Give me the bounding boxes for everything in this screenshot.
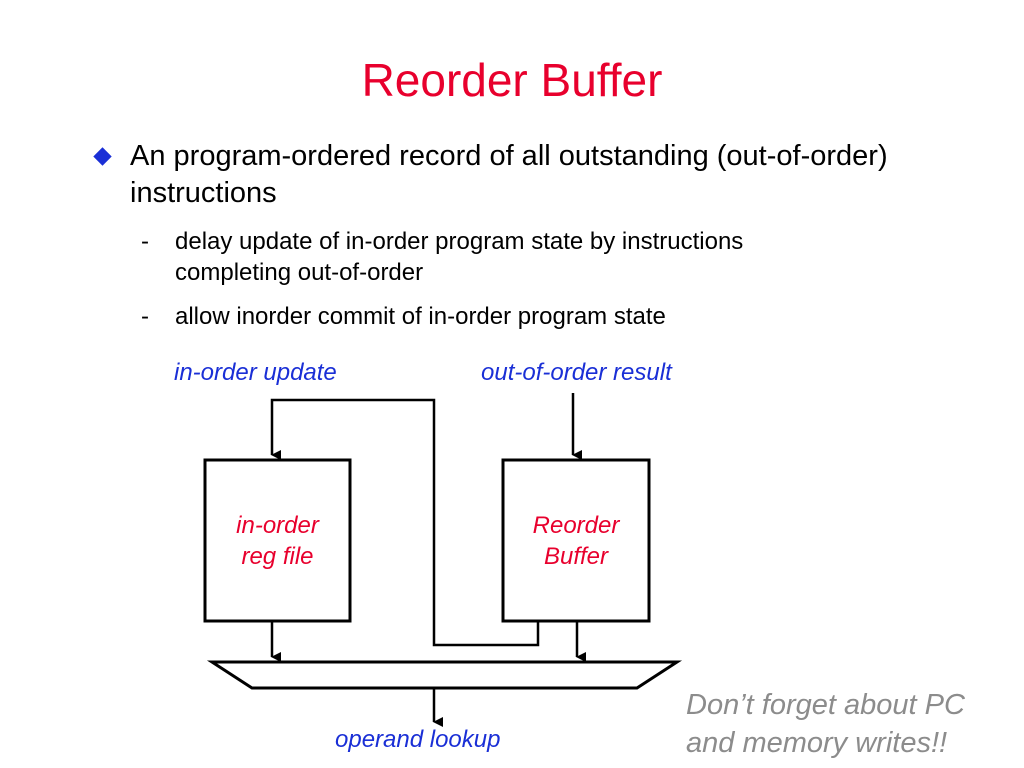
regfile-box: [203, 458, 352, 623]
label-out-of-order-result: out-of-order result: [481, 359, 672, 386]
reminder-note-line1: Don’t forget about PC: [686, 689, 965, 721]
label-in-order-update: in-order update: [174, 359, 337, 386]
sub-bullet-text: delay update of in-order program state b…: [175, 228, 744, 286]
regfile-label-line2: reg file: [241, 543, 314, 570]
operand-mux: [206, 660, 683, 690]
regfile-label: in-order reg file: [205, 510, 350, 572]
rob-label: Reorder Buffer: [503, 510, 649, 572]
dash-marker: -: [141, 228, 149, 255]
in-order-update-wire: [270, 398, 540, 647]
rob-label-line1: Reorder: [532, 512, 620, 539]
regfile-label-line1: in-order: [236, 512, 319, 539]
page-title: Reorder Buffer: [361, 54, 663, 106]
reminder-note: Don’t forget about PC and memory writes!…: [686, 686, 1021, 762]
label-operand-lookup: operand lookup: [335, 726, 501, 753]
dash-marker: -: [141, 303, 149, 330]
sub-bullet-text: allow inorder commit of in-order program…: [175, 303, 666, 330]
rob-box: [501, 458, 651, 623]
main-bullet-text: An program-ordered record of all outstan…: [130, 140, 888, 209]
rob-label-line2: Buffer: [543, 543, 609, 570]
reminder-note-line2: and memory writes!!: [686, 727, 948, 759]
